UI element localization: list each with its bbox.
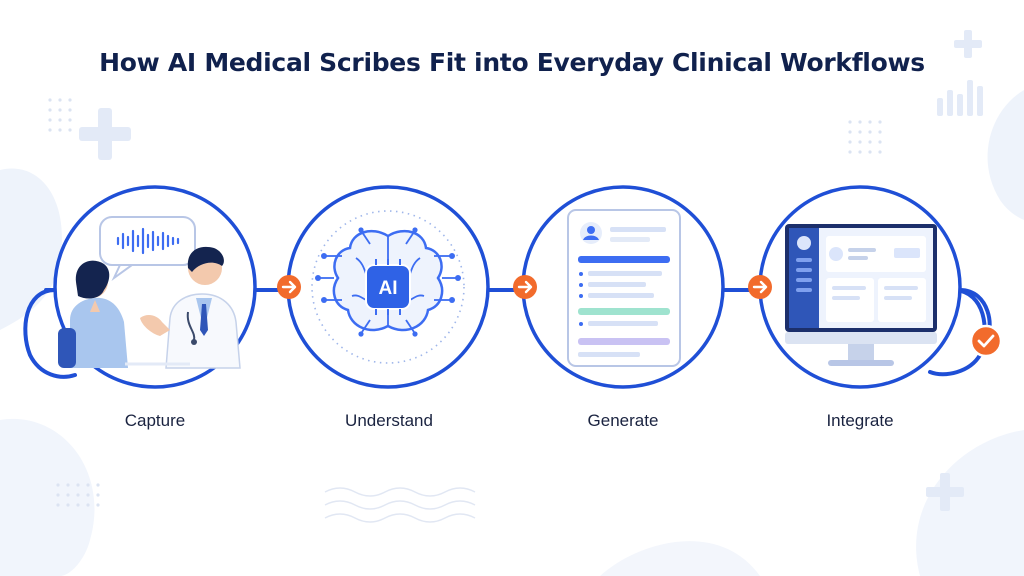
ai-chip-label: AI [379, 278, 398, 299]
step-label-integrate: Integrate [826, 411, 894, 430]
clinical-note-document-icon [567, 209, 681, 367]
ai-brain-icon: AI [311, 210, 465, 364]
doctor-patient-conversation-icon [58, 216, 241, 369]
connector-start-curve [23, 288, 77, 379]
check-badge-icon [969, 324, 1003, 358]
page-title: How AI Medical Scribes Fit into Everyday… [99, 48, 925, 77]
flow-arrow-icon [513, 275, 537, 299]
flow-arrow-icon [748, 275, 772, 299]
step-label-understand: Understand [345, 411, 433, 430]
step-label-capture: Capture [124, 411, 186, 430]
step-label-generate: Generate [587, 411, 659, 430]
ehr-monitor-icon [785, 224, 937, 366]
flow-arrow-icon [277, 275, 301, 299]
